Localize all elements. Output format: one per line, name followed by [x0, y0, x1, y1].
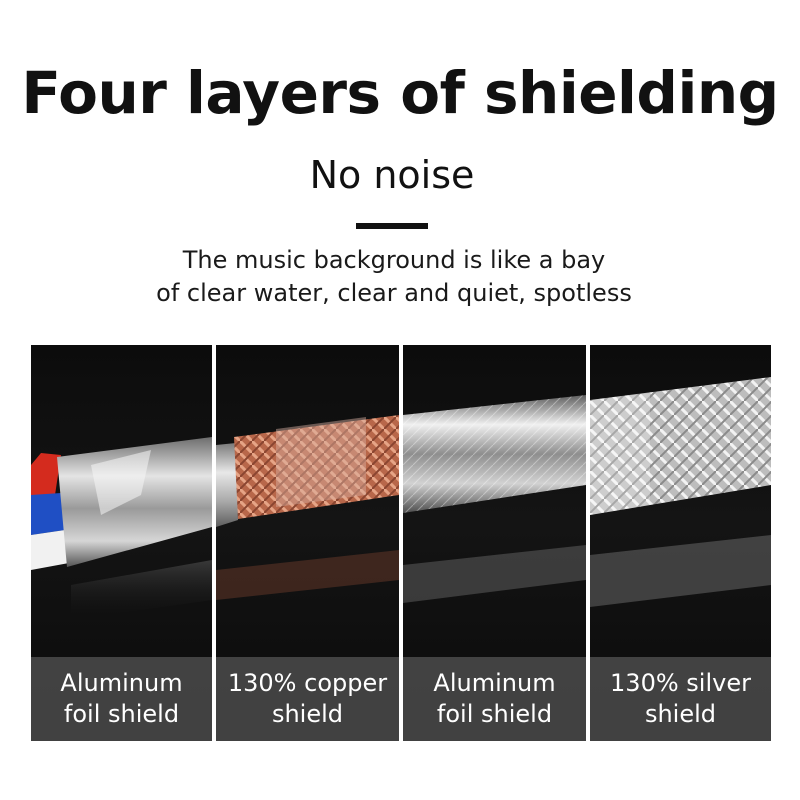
panel-aluminum-foil-1: Aluminum foil shield: [31, 345, 212, 741]
panel-aluminum-foil-2: Aluminum foil shield: [403, 345, 586, 741]
caption-silver-shield: 130% silver shield: [590, 657, 771, 741]
description-line-2: of clear water, clear and quiet, spotles…: [156, 279, 632, 307]
caption-aluminum-foil-1: Aluminum foil shield: [31, 657, 212, 741]
silver-braid-cable-image: [590, 377, 771, 607]
panel-silver-braid: 130% silver shield: [590, 345, 771, 741]
shield-panels: Aluminum foil shield: [31, 345, 771, 741]
aluminum-foil-cable-image-2: [403, 395, 586, 603]
divider-rule: [356, 223, 428, 229]
caption-copper-shield: 130% copper shield: [216, 657, 399, 741]
headline: Four layers of shielding: [21, 59, 779, 127]
aluminum-foil-cable-image: [31, 437, 212, 620]
copper-braid-cable-image: [216, 415, 399, 600]
description: The music background is like a bay of cl…: [0, 244, 788, 310]
caption-aluminum-foil-2: Aluminum foil shield: [403, 657, 586, 741]
description-line-1: The music background is like a bay: [182, 246, 606, 274]
panel-copper-braid: 130% copper shield: [216, 345, 399, 741]
subheadline: No noise: [309, 153, 475, 197]
